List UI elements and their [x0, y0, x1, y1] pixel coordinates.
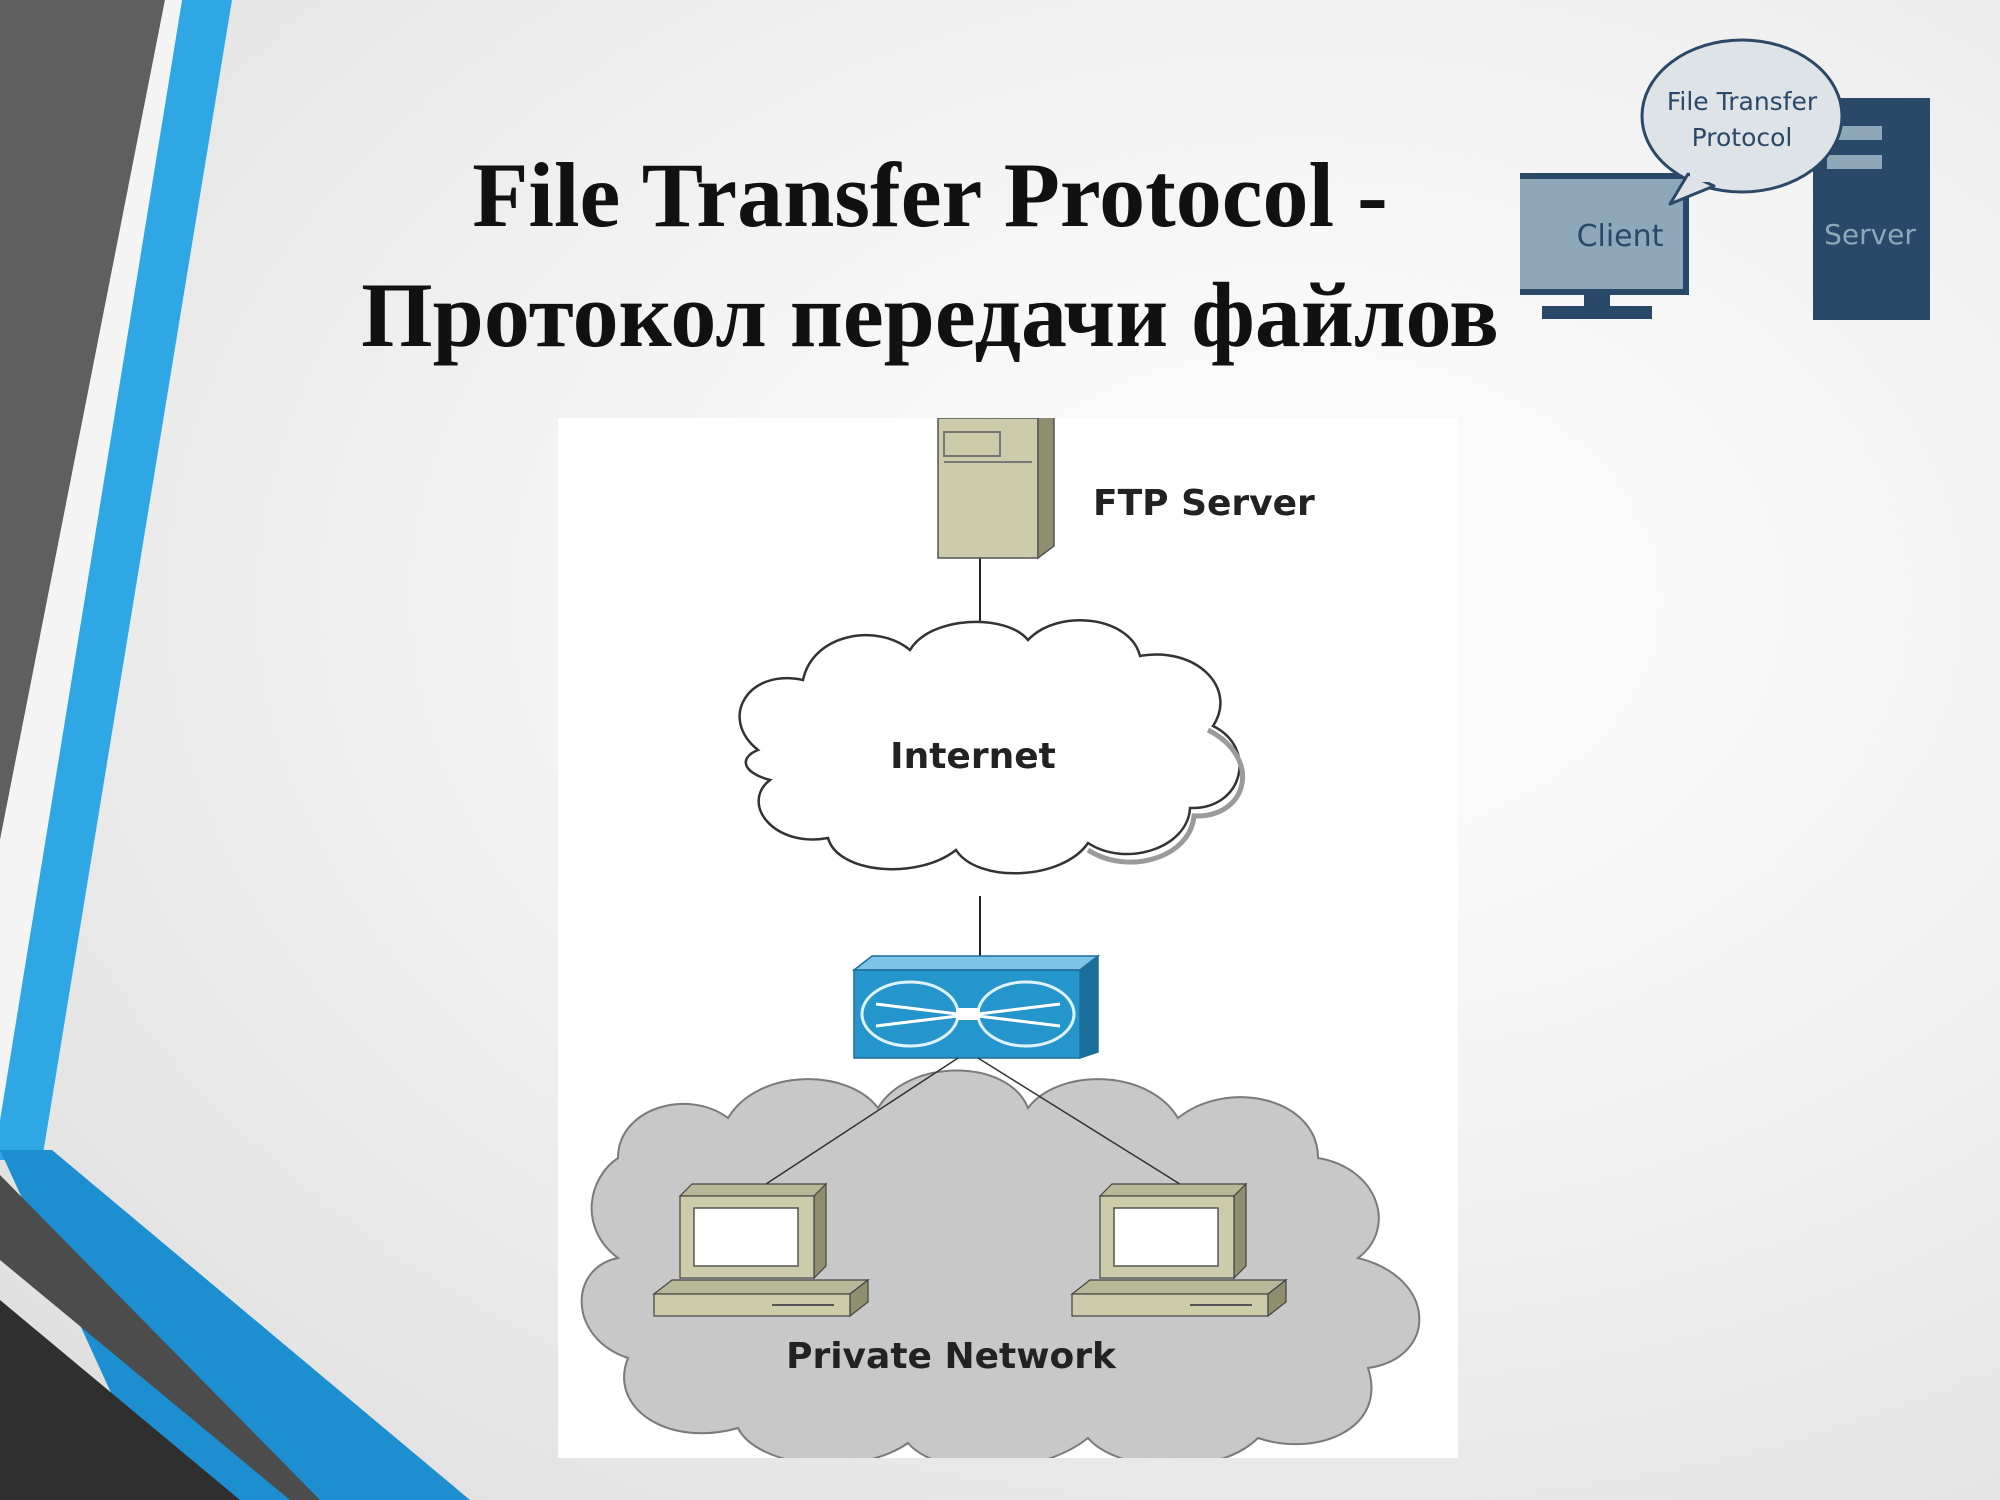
- client-monitor-neck: [1584, 295, 1610, 307]
- gray-stripe-bottom: [0, 1175, 320, 1500]
- server-slot-2: [1827, 155, 1882, 169]
- desktop-computer-icon-right: [1070, 1182, 1288, 1318]
- blue-stripe-bottom: [0, 1150, 470, 1500]
- slide-title: File Transfer Protocol - Протокол переда…: [280, 135, 1580, 375]
- title-line-2: Протокол передачи файлов: [361, 264, 1499, 366]
- internet-cloud-shadow: [1086, 727, 1246, 865]
- client-monitor-base: [1542, 306, 1652, 319]
- desktop-computer-icon-left: [652, 1182, 870, 1318]
- ftp-server-label: FTP Server: [1093, 483, 1315, 524]
- client-monitor-icon: [1520, 173, 1689, 295]
- private-network-label: Private Network: [786, 1336, 1117, 1377]
- title-line-1: File Transfer Protocol -: [472, 144, 1388, 246]
- link-router-pc-left: [762, 1057, 959, 1187]
- client-icon-label: Client: [1577, 219, 1664, 254]
- internet-label: Internet: [890, 736, 1056, 777]
- dark-stripe-bottom: [0, 1300, 240, 1500]
- link-router-pc-right: [977, 1057, 1184, 1187]
- bubble-text-line-2: Protocol: [1692, 123, 1793, 152]
- router-icon: [851, 954, 1101, 1060]
- server-icon-label: Server: [1824, 218, 1916, 251]
- blue-stripe-left: [0, 0, 232, 1160]
- speech-bubble-tail-mask: [1690, 168, 1720, 182]
- bubble-text-line-1: File Transfer: [1667, 87, 1818, 116]
- white-gap-stripe: [0, 0, 182, 1120]
- ftp-server-icon: [937, 418, 1055, 560]
- ftp-network-diagram: FTP Server Internet Private Network: [558, 418, 1458, 1458]
- speech-bubble-icon: [1640, 38, 1844, 194]
- ftp-client-server-icon: Server Client File Transfer Protocol: [1520, 38, 1930, 320]
